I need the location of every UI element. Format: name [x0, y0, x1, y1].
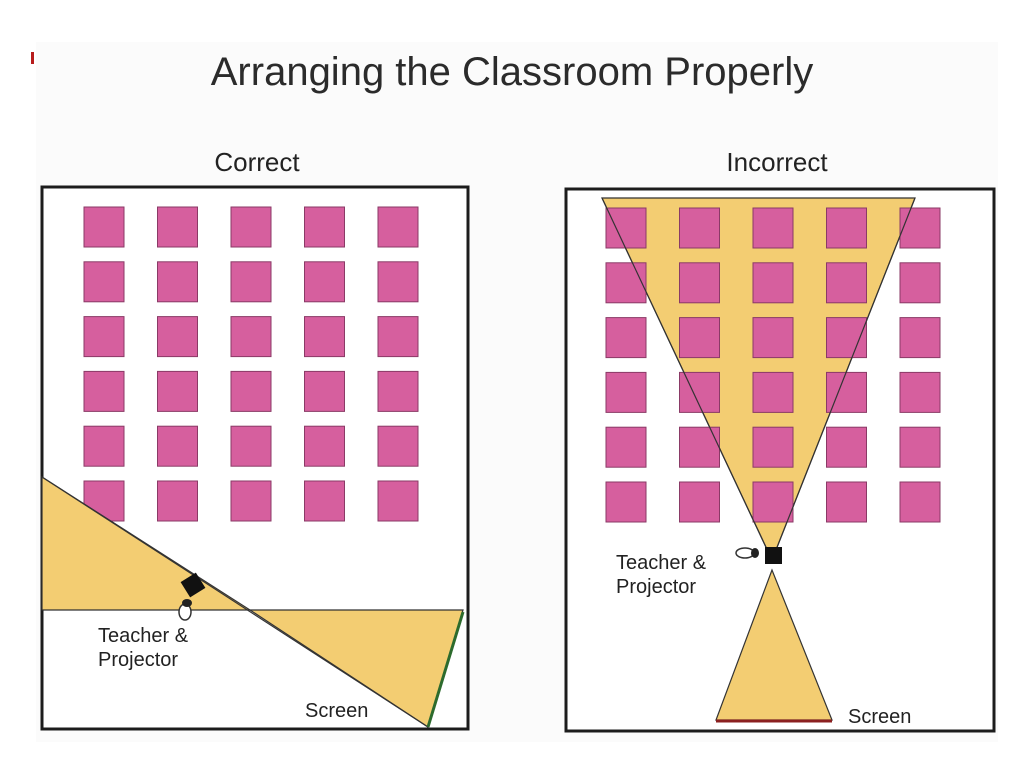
desk — [157, 480, 198, 522]
desk — [304, 370, 345, 412]
desk — [899, 262, 941, 304]
desk — [605, 426, 647, 468]
page-title: Arranging the Classroom Properly — [210, 50, 814, 94]
desk — [230, 261, 272, 303]
desk — [230, 425, 272, 467]
desk — [83, 316, 125, 358]
desk — [826, 371, 867, 413]
desk — [230, 316, 272, 358]
desk — [377, 425, 419, 467]
desk — [157, 425, 198, 467]
desk — [304, 316, 345, 358]
desk — [304, 206, 345, 248]
correct-screen — [426, 611, 465, 728]
desk — [605, 371, 647, 413]
incorrect-teacher-label-line1: Teacher & — [616, 552, 707, 574]
desk — [230, 206, 272, 248]
desk — [679, 426, 720, 468]
correct-teacher-label-line1: Teacher & — [98, 625, 189, 647]
desk — [230, 370, 272, 412]
incorrect-beam-edge-right — [771, 197, 916, 561]
desk — [679, 317, 720, 359]
desk — [826, 207, 867, 249]
desk — [83, 370, 125, 412]
desk — [605, 481, 647, 523]
desk — [304, 480, 345, 522]
incorrect-beam-edge-left — [601, 197, 773, 561]
correct-projector — [180, 572, 206, 598]
desk — [377, 480, 419, 522]
desk — [752, 371, 794, 413]
desk — [83, 425, 125, 467]
desk — [752, 426, 794, 468]
desk — [304, 261, 345, 303]
desk — [826, 317, 867, 359]
desk — [605, 207, 647, 249]
desk — [157, 370, 198, 412]
desk — [605, 317, 647, 359]
desk — [230, 480, 272, 522]
desk — [752, 481, 794, 523]
correct-heading: Correct — [214, 147, 300, 177]
correct-desk-grid — [83, 206, 419, 522]
desk — [83, 261, 125, 303]
desk — [304, 425, 345, 467]
desk — [826, 262, 867, 304]
desk — [377, 206, 419, 248]
desk — [679, 262, 720, 304]
correct-diagram: Correct Teacher & Projector Screen — [40, 147, 470, 731]
desk — [899, 207, 941, 249]
desk — [679, 481, 720, 523]
desk — [752, 317, 794, 359]
correct-teacher-icon — [178, 599, 192, 621]
incorrect-projector — [765, 547, 782, 564]
desk — [752, 207, 794, 249]
desk — [899, 371, 941, 413]
desk — [679, 207, 720, 249]
desk — [826, 481, 867, 523]
desk — [157, 316, 198, 358]
desk — [157, 206, 198, 248]
desk — [157, 261, 198, 303]
incorrect-teacher-label-line2: Projector — [616, 576, 696, 598]
incorrect-teacher-icon — [735, 547, 759, 559]
desk — [377, 370, 419, 412]
incorrect-diagram: Incorrect Teacher & Projector Screen — [564, 147, 996, 733]
desk — [605, 262, 647, 304]
desk — [899, 426, 941, 468]
correct-teacher-label-line2: Projector — [98, 649, 178, 671]
incorrect-screen-label: Screen — [848, 706, 911, 728]
desk — [826, 426, 867, 468]
desk — [899, 317, 941, 359]
correct-sightline — [41, 476, 429, 728]
accent-mark — [31, 52, 34, 64]
desk — [83, 206, 125, 248]
desk — [899, 481, 941, 523]
desk — [377, 261, 419, 303]
desk — [377, 316, 419, 358]
desk — [752, 262, 794, 304]
correct-screen-label: Screen — [305, 700, 368, 722]
incorrect-heading: Incorrect — [726, 147, 828, 177]
